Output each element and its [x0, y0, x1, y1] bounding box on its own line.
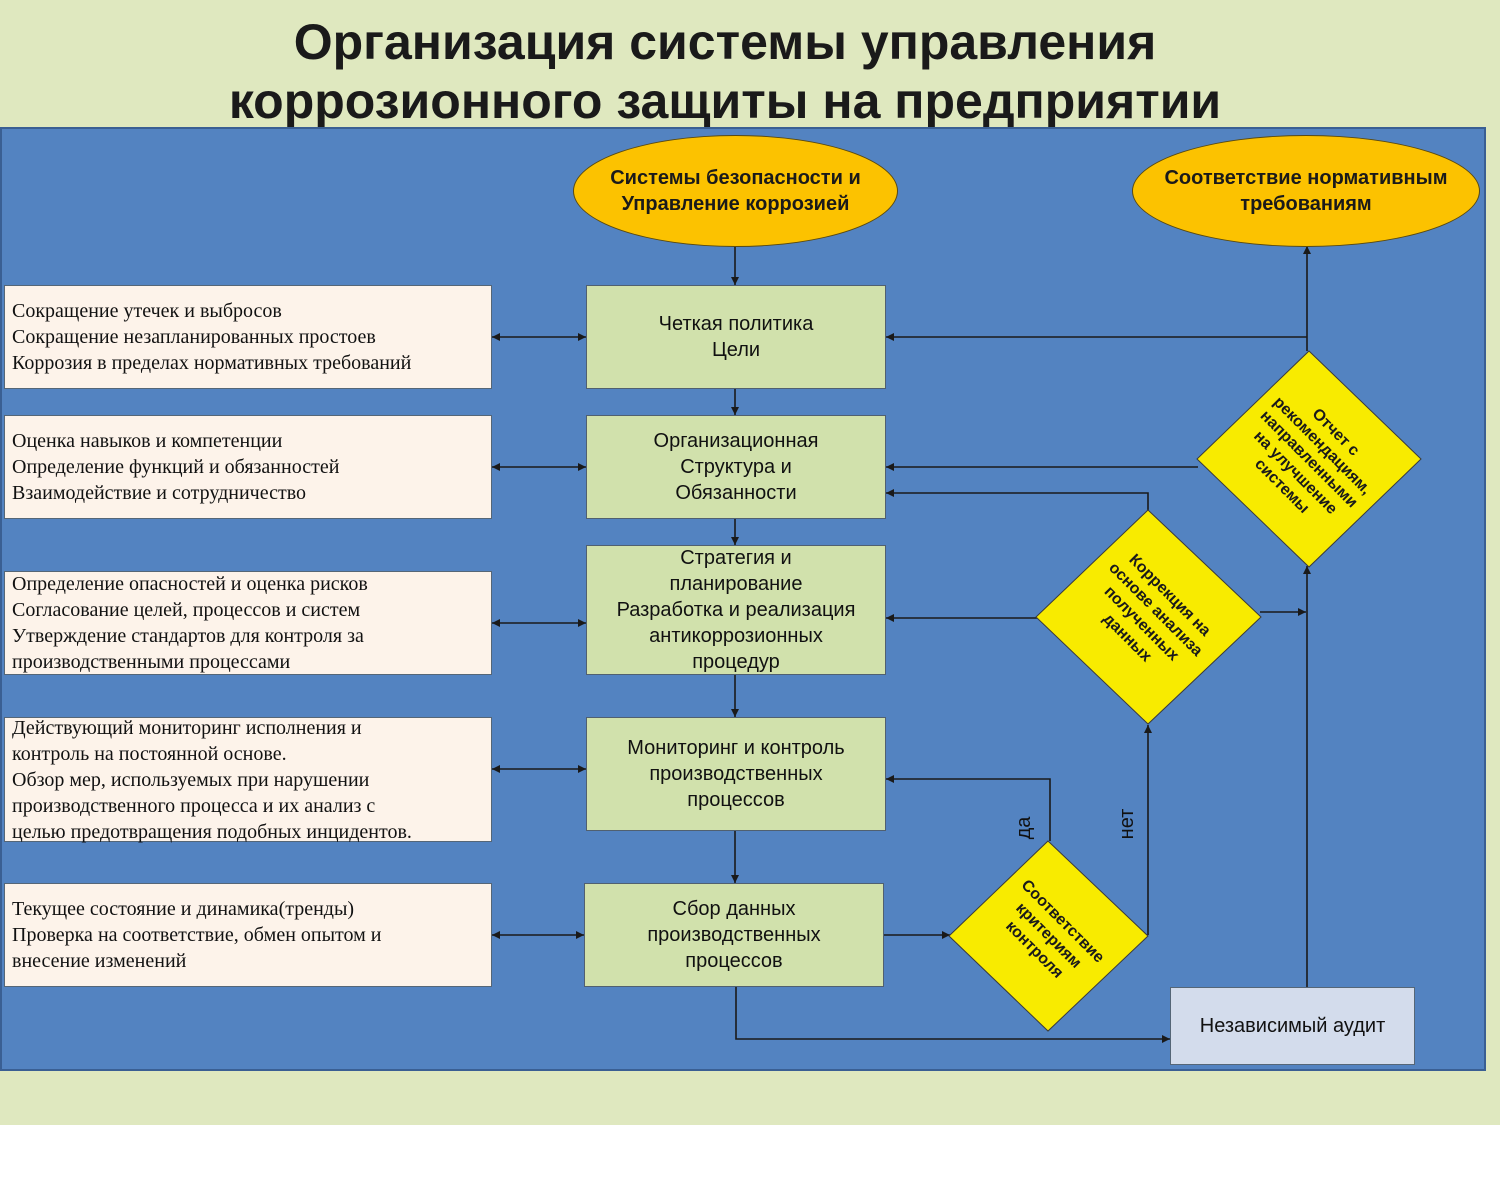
- oval-safety-line-2: Управление коррозией: [621, 193, 850, 215]
- step-data-line-2: производственных: [647, 924, 821, 946]
- step-structure-line-1: Организационная: [653, 430, 819, 452]
- note-competence-line-3: Взаимодействие и сотрудничество: [12, 482, 307, 504]
- step-strategy-line-4: антикоррозионных: [649, 625, 823, 647]
- note-monitoring: Действующий мониторинг исполнения и конт…: [4, 716, 492, 843]
- arrow-data-to-audit: [735, 987, 1170, 1043]
- note-goals-line-1: Сокращение утечек и выбросов: [12, 300, 282, 322]
- step-monitoring-line-2: производственных: [649, 763, 823, 785]
- note-monitoring-line-1: Действующий мониторинг исполнения и: [12, 716, 362, 739]
- note-trends-line-1: Текущее состояние и динамика(тренды): [12, 898, 355, 920]
- note-monitoring-line-5: целью предотвращения подобных инцидентов…: [12, 820, 412, 843]
- step-strategy-line-3: Разработка и реализация: [616, 599, 856, 621]
- note-risks-line-3: Утверждение стандартов для контроля за: [12, 625, 364, 647]
- step-monitoring-line-3: процессов: [687, 789, 785, 811]
- title-line-1: Организация системы управления: [293, 14, 1157, 70]
- note-goals: Сокращение утечек и выбросов Сокращение …: [4, 285, 492, 389]
- diamond-correction: [1035, 509, 1262, 725]
- note-competence-line-1: Оценка навыков и компетенции: [12, 430, 283, 452]
- step-structure-line-3: Обязанности: [675, 482, 797, 504]
- step-policy-line-2: Цели: [711, 339, 761, 361]
- diamond-report: [1196, 350, 1422, 568]
- independent-audit: Независимый аудит: [1170, 987, 1415, 1065]
- oval-compliance-line-1: Соответствие нормативным: [1164, 167, 1448, 189]
- oval-compliance-line-2: требованиям: [1240, 193, 1372, 215]
- label-no: нет: [1116, 808, 1138, 840]
- step-data-line-3: процессов: [685, 950, 783, 972]
- note-monitoring-line-2: контроль на постоянной основе.: [12, 742, 287, 765]
- step-policy: Четкая политика Цели: [586, 285, 886, 389]
- note-risks-line-1: Определение опасностей и оценка рисков: [12, 573, 368, 595]
- step-structure-line-2: Структура и: [680, 456, 792, 478]
- oval-safety-line-1: Системы безопасности и: [610, 167, 861, 189]
- note-trends-line-3: внесение изменений: [12, 950, 187, 972]
- diamond-criteria: [948, 840, 1149, 1032]
- step-structure: Организационная Структура и Обязанности: [586, 415, 886, 519]
- note-risks: Определение опасностей и оценка рисков С…: [4, 571, 492, 675]
- connector-layer: [492, 246, 1422, 1043]
- step-strategy-line-5: процедур: [692, 651, 780, 673]
- step-monitoring-line-1: Мониторинг и контроль: [627, 737, 845, 759]
- step-data-collection: Сбор данных производственных процессов: [584, 883, 884, 987]
- note-competence-line-2: Определение функций и обязанностей: [12, 456, 340, 478]
- note-goals-line-3: Коррозия в пределах нормативных требован…: [12, 352, 412, 374]
- step-strategy-line-1: Стратегия и: [680, 547, 792, 569]
- step-strategy: Стратегия и планирование Разработка и ре…: [586, 545, 886, 675]
- note-monitoring-line-4: производственного процесса и их анализ с: [12, 794, 376, 817]
- oval-compliance: Соответствие нормативным требованиям: [1132, 135, 1480, 247]
- step-policy-line-1: Четкая политика: [658, 313, 814, 335]
- step-data-line-1: Сбор данных: [672, 898, 796, 920]
- note-competence: Оценка навыков и компетенции Определение…: [4, 415, 492, 519]
- note-trends-line-2: Проверка на соответствие, обмен опытом и: [12, 924, 382, 946]
- slide-background: Организация системы управления коррозион…: [0, 0, 1500, 1125]
- label-yes: да: [1013, 816, 1035, 840]
- note-goals-line-2: Сокращение незапланированных простоев: [12, 326, 376, 348]
- note-monitoring-line-3: Обзор мер, используемых при нарушении: [12, 768, 370, 791]
- arrow-correction-to-structure: [886, 489, 1149, 510]
- oval-safety: Системы безопасности и Управление корроз…: [573, 135, 898, 247]
- note-risks-line-4: производственными процессами: [12, 651, 291, 673]
- step-strategy-line-2: планирование: [669, 573, 803, 595]
- note-risks-line-2: Согласование целей, процессов и систем: [12, 599, 361, 621]
- arrow-yes-to-monitoring: [886, 775, 1051, 841]
- step-monitoring: Мониторинг и контроль производственных п…: [586, 717, 886, 831]
- note-trends: Текущее состояние и динамика(тренды) Про…: [4, 883, 492, 987]
- title-line-2: коррозионного защиты на предприятии: [228, 73, 1222, 129]
